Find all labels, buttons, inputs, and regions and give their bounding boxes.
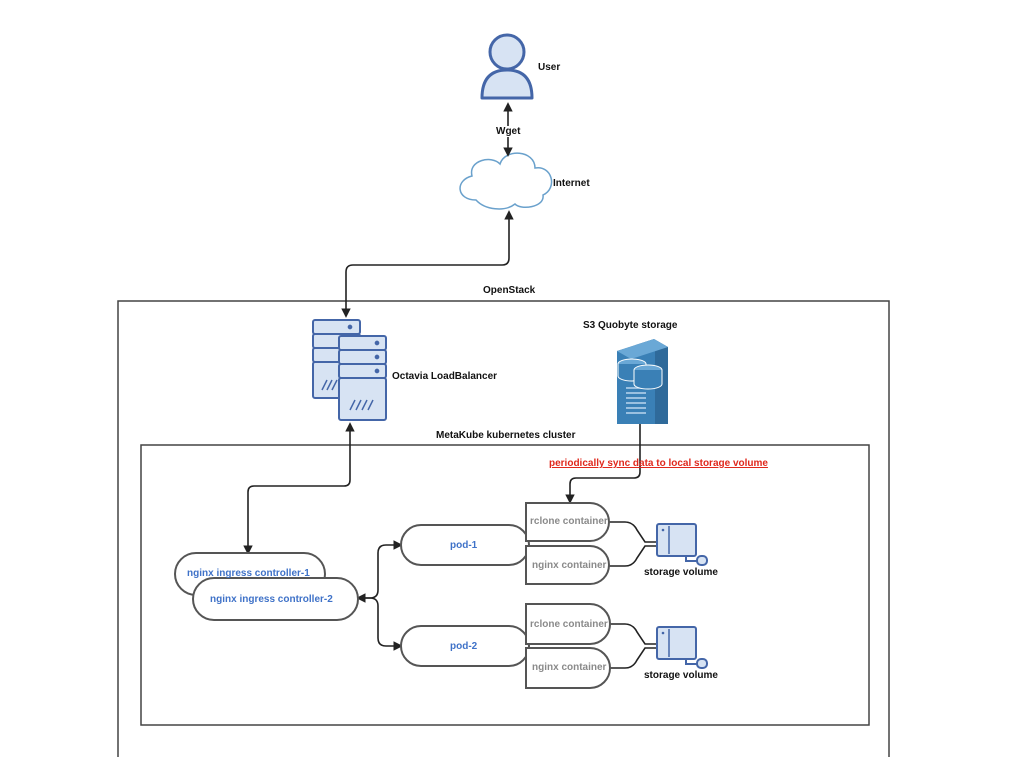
- s3-sync-link: [565, 424, 641, 504]
- user-label: User: [538, 62, 561, 73]
- pod2-nginx-volume-link: [609, 647, 657, 669]
- pod2-nginx-label: nginx container: [532, 662, 607, 673]
- ingress-controller-1-label: nginx ingress controller-1: [187, 568, 310, 579]
- storage-server-icon: [617, 339, 668, 424]
- cloud-icon: [459, 152, 553, 210]
- pod-2-label: pod-2: [450, 641, 478, 652]
- storage-volume-icon: [656, 626, 708, 669]
- pod-1-label: pod-1: [450, 540, 478, 551]
- pod1-rclone-shape: [525, 502, 610, 542]
- pod2-rclone-label: rclone container: [530, 619, 608, 630]
- ingress-controller-2-shape: [192, 577, 359, 621]
- user-icon: [480, 33, 534, 100]
- loadbalancer-ingress-link: [243, 422, 355, 555]
- wget-label: Wget: [494, 126, 523, 137]
- server-detail-icon: [321, 324, 380, 411]
- pod2-rclone-shape: [525, 603, 611, 645]
- kubernetes-cluster-boundary: [140, 444, 870, 726]
- openstack-label: OpenStack: [483, 285, 536, 296]
- pod1-rclone-label: rclone container: [530, 516, 608, 527]
- pod-2-shape: [400, 625, 530, 667]
- cluster-label: MetaKube kubernetes cluster: [436, 430, 576, 441]
- sync-note: periodically sync data to local storage …: [549, 458, 768, 469]
- server-stack-icon: [312, 319, 387, 421]
- storage-volume-icon: [656, 523, 708, 566]
- loadbalancer-label: Octavia LoadBalancer: [392, 371, 498, 382]
- pod2-nginx-shape: [525, 647, 611, 689]
- ingress-controller-2-label: nginx ingress controller-2: [210, 594, 333, 605]
- pod1-volume-label: storage volume: [644, 567, 718, 578]
- ingress-pod1-link: [356, 540, 403, 603]
- pod1-nginx-shape: [525, 545, 610, 585]
- s3-storage-label: S3 Quobyte storage: [583, 320, 678, 331]
- internet-loadbalancer-link: [341, 210, 514, 318]
- internet-label: Internet: [553, 178, 590, 189]
- pod1-nginx-volume-link: [609, 545, 657, 567]
- pod1-rclone-volume-link: [609, 521, 657, 543]
- pod2-rclone-volume-link: [609, 623, 657, 645]
- pod1-nginx-label: nginx container: [532, 560, 607, 571]
- pod2-volume-label: storage volume: [644, 670, 718, 681]
- ingress-pod2-link: [358, 597, 403, 651]
